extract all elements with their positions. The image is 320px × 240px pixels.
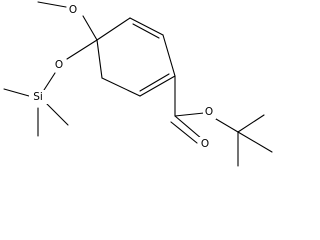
atom-labels: O O Si O O xyxy=(29,3,216,151)
bond-methoxy-o-c4 xyxy=(82,15,98,41)
silicon-atom: Si xyxy=(29,90,48,104)
bond-methyl-methoxy-o xyxy=(37,1,67,8)
skeletal-structure: O O Si O O xyxy=(3,1,273,167)
bond-si-methyl-left xyxy=(3,88,30,97)
carbonyl-oxygen-label: O xyxy=(201,138,209,150)
bond-carbonyl-c-ester-o xyxy=(174,112,205,117)
bond-silyloxy-o-si xyxy=(43,72,56,91)
bond-c3-c2-double xyxy=(132,23,160,39)
bond-carbonyl-c-o-double xyxy=(170,121,198,144)
bonds xyxy=(3,1,273,167)
silyloxy-oxygen-label: O xyxy=(55,59,63,71)
silicon-label: Si xyxy=(33,91,43,103)
carbonyl-oxygen: O xyxy=(199,137,212,151)
bond-c4-silyloxy-o xyxy=(66,39,98,60)
bond-c1-c7 xyxy=(139,75,176,97)
bond-tbu-methyl-right xyxy=(237,131,273,153)
bond-carbonyl-c-o xyxy=(174,115,203,140)
silyloxy-oxygen: O xyxy=(53,58,66,72)
bond-c2-c1 xyxy=(162,34,176,77)
bond-c4-c3 xyxy=(96,17,131,41)
ester-oxygen: O xyxy=(203,105,216,119)
ester-oxygen-label: O xyxy=(205,106,213,118)
bond-c7-c6 xyxy=(101,77,141,97)
bond-ester-o-tbu xyxy=(215,118,239,133)
bond-c6-c5 xyxy=(96,39,103,79)
methoxy-oxygen-label: O xyxy=(69,4,77,16)
bond-si-methyl-right xyxy=(46,103,69,126)
bond-tbu-methyl-up xyxy=(237,114,265,133)
methoxy-oxygen: O xyxy=(67,3,80,17)
bond-c3-c2 xyxy=(129,17,164,36)
bond-c1-c7-double xyxy=(139,73,170,92)
